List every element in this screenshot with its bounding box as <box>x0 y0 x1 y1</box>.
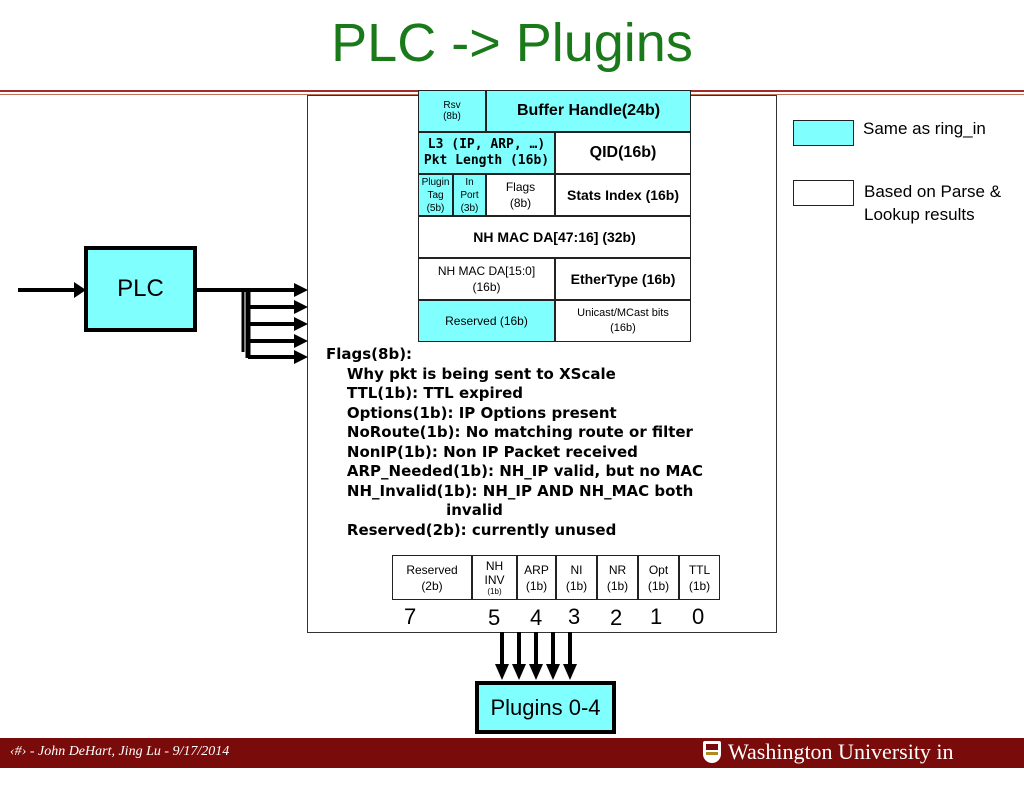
field-buffer-handle: Buffer Handle(24b) <box>486 90 691 132</box>
plugins-box: Plugins 0-4 <box>475 681 616 734</box>
field-reserved-16b: Reserved (16b) <box>418 300 555 342</box>
bit-number: 1 <box>650 604 663 629</box>
bit-field-ttl: TTL (1b) <box>679 555 720 600</box>
bit-number: 2 <box>610 605 623 630</box>
flags-line: Options(1b): IP Options present <box>326 403 617 422</box>
flags-line: invalid <box>326 501 503 519</box>
field-rsv: Rsv (8b) <box>418 90 486 132</box>
bit-field-nh-inv-label: NH INV <box>484 558 505 587</box>
footer-author: ‹#› - John DeHart, Jing Lu - 9/17/2014 <box>10 744 230 759</box>
connector-arrows <box>18 282 577 680</box>
field-stats-index: Stats Index (16b) <box>555 174 691 216</box>
bit-field-arp: ARP (1b) <box>517 555 556 600</box>
flags-line: NonIP(1b): Non IP Packet received <box>326 442 638 461</box>
slide-title: PLC -> Plugins <box>331 13 693 73</box>
field-in-port: In Port (3b) <box>453 174 486 216</box>
field-ethertype: EtherType (16b) <box>555 258 691 300</box>
flags-line: TTL(1b): TTL expired <box>326 384 523 402</box>
field-flags: Flags (8b) <box>486 174 555 216</box>
legend-swatch-white <box>793 180 854 206</box>
flags-line: NoRoute(1b): No matching route or filter <box>326 423 693 441</box>
flags-description: Flags(8b): Why pkt is being sent to XSca… <box>326 345 703 540</box>
field-unicast-mcast: Unicast/MCast bits (16b) <box>555 300 691 342</box>
flags-line: NH_Invalid(1b): NH_IP AND NH_MAC both <box>326 481 694 500</box>
bit-number: 5 <box>488 605 501 630</box>
bit-number: 0 <box>692 604 705 629</box>
bit-field-reserved: Reserved (2b) <box>392 555 472 600</box>
flags-line: Flags(8b): <box>326 345 413 363</box>
university-shield-icon <box>703 741 721 763</box>
flags-line: Why pkt is being sent to XScale <box>326 364 616 383</box>
bit-field-nh-inv: NH INV (1b) <box>472 555 517 600</box>
legend-same-as-ring-in: Same as ring_in <box>863 119 986 138</box>
legend-based-on-parse: Based on Parse & Lookup results <box>864 182 1002 224</box>
plc-input-arrowhead <box>74 282 86 298</box>
legend-swatch-cyan <box>793 120 854 146</box>
field-nh-mac-da-low: NH MAC DA[15:0] (16b) <box>418 258 555 300</box>
bit-number: 3 <box>568 604 581 629</box>
field-nh-mac-da-high: NH MAC DA[47:16] (32b) <box>418 216 691 258</box>
flags-line: Reserved(2b): currently unused <box>326 520 617 539</box>
bit-number: 4 <box>530 605 543 630</box>
bit-field-ni: NI (1b) <box>556 555 597 600</box>
field-l3-pkt-length: L3 (IP, ARP, …) Pkt Length (16b) <box>418 132 555 174</box>
bit-number: 7 <box>404 604 417 629</box>
bit-field-opt: Opt (1b) <box>638 555 679 600</box>
field-qid: QID(16b) <box>555 132 691 174</box>
flags-line: ARP_Needed(1b): NH_IP valid, but no MAC <box>326 462 703 480</box>
bit-field-nr: NR (1b) <box>597 555 638 600</box>
footer-bar <box>0 738 1024 768</box>
plc-box: PLC <box>84 246 197 332</box>
university-name: Washington University in St.Louis <box>728 739 954 790</box>
field-plugin-tag: Plugin Tag (5b) <box>418 174 453 216</box>
bit-field-nh-inv-size: (1b) <box>487 586 502 596</box>
